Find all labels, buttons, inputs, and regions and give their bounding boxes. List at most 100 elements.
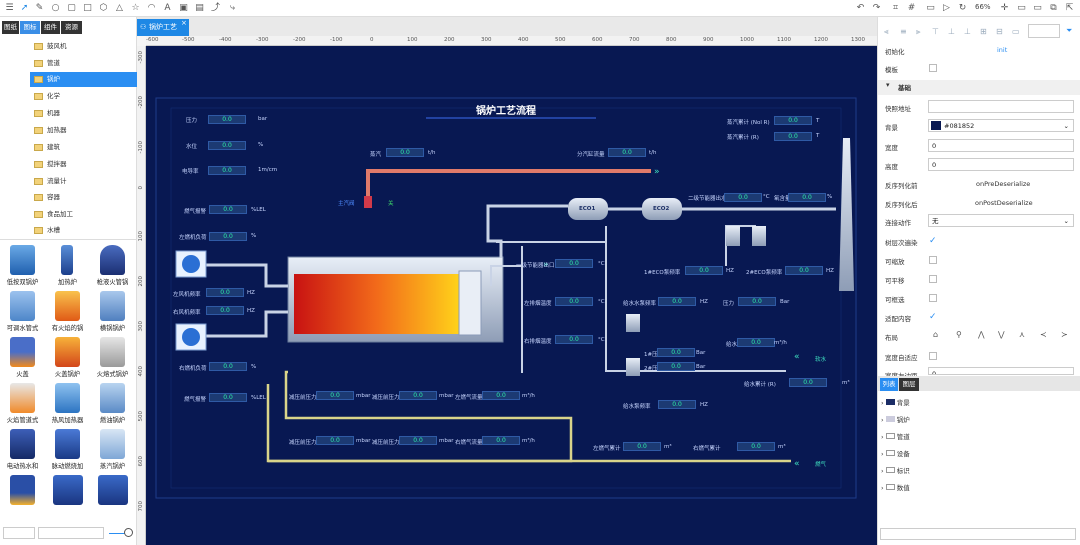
layer-item[interactable]: › 锅炉 [881,416,910,424]
layout-left-icon[interactable]: ≺ [1040,330,1047,339]
pannable-checkbox[interactable] [929,275,937,283]
height-input[interactable]: 0 [928,158,1074,171]
close-icon[interactable]: × [181,19,187,27]
connector-tool-icon[interactable]: ⤷ [229,3,236,13]
gallery-filter-input[interactable] [38,527,104,539]
valve-state[interactable]: 关 [388,201,394,207]
gallery-item[interactable]: 可调水管式 [0,289,45,335]
fit-content-checkbox[interactable]: ✓ [929,312,937,322]
hexagon-tool-icon[interactable]: ⬡ [99,3,108,13]
chevron-right-icon[interactable]: › [881,467,884,475]
background-input[interactable]: #081852 ⌄ [928,119,1074,132]
chevron-down-icon[interactable]: ⌄ [1063,122,1069,130]
zoomable-checkbox[interactable] [929,256,937,264]
grid-icon[interactable]: # [907,3,916,13]
scroll-input[interactable]: 0 [928,367,1074,375]
layer-item[interactable]: › 管道 [881,433,910,441]
tree-item-boiler[interactable]: 锅炉 [30,72,137,87]
square-tool-icon[interactable]: □ [83,3,92,13]
distribute-icon[interactable]: ⊞ [980,27,987,36]
filter-icon[interactable]: ⏷ [1066,26,1073,35]
expand-icon[interactable]: ⇱ [1065,3,1074,13]
document-tab[interactable]: ⚇ 锅炉工艺 × [137,19,189,36]
tree-item-tank[interactable]: 水槽 [34,223,134,238]
rect-tool-icon[interactable]: ▢ [67,3,76,13]
tab-list[interactable]: 列表 [880,378,898,391]
star-tool-icon[interactable]: ☆ [131,3,140,13]
panel-icon[interactable]: ▭ [1033,3,1042,13]
gallery-item[interactable]: 燃油锅炉 [90,381,135,427]
width-input[interactable]: 0 [928,139,1074,152]
play-icon[interactable]: ▷ [943,3,950,13]
gallery-item[interactable]: 脉动燃烧加 [45,427,90,473]
gallery-item[interactable]: 电动热水和 [0,427,45,473]
post-deserialize-value[interactable]: onPostDeserialize [975,199,1033,207]
layout-tree-icon[interactable]: ⚲ [956,330,962,339]
tree-item-pipe[interactable]: 管道 [34,56,134,71]
chevron-right-icon[interactable]: › [881,484,884,492]
align-top-icon[interactable]: ⊤ [932,27,939,36]
layout-fork-icon[interactable]: ⋏ [1019,330,1025,339]
layer-search-input[interactable] [880,528,1076,540]
tree-item-chemistry[interactable]: 化学 [34,89,134,104]
tree-render-checkbox[interactable]: ✓ [929,236,937,246]
tree-item-building[interactable]: 建筑 [34,140,134,155]
connect-action-select[interactable]: 无 ⌄ [928,214,1074,227]
gallery-item[interactable]: 横锅锅炉 [90,289,135,335]
chevron-right-icon[interactable]: › [881,433,884,441]
align-bottom-icon[interactable]: ⊥ [964,27,971,36]
auto-width-checkbox[interactable] [929,352,937,360]
tab-icons[interactable]: 图标 [20,21,40,34]
gallery-item[interactable]: 火盖 [0,335,45,381]
frame-tool-icon[interactable]: ▤ [195,3,204,13]
tab-layers[interactable]: 图层 [899,378,919,391]
gallery-item[interactable]: 枪液火管锅 [90,243,135,289]
layers-icon[interactable]: ⧉ [1050,3,1057,13]
init-value[interactable]: init [997,46,1008,54]
color-swatch[interactable] [931,121,941,130]
tree-item-machine[interactable]: 机器 [34,106,134,121]
gallery-item[interactable]: 热风加热器 [45,381,90,427]
refresh-icon[interactable]: ↻ [958,3,967,13]
tab-resources[interactable]: 资源 [61,21,82,34]
zoom-level[interactable]: 66% [975,3,991,11]
pointer-tool-icon[interactable]: ➚ [20,3,29,13]
layout-up-icon[interactable]: ⌂ [933,330,939,339]
size-slider-handle[interactable] [124,528,133,537]
image-tool-icon[interactable]: ▣ [179,3,188,13]
panel-left-icon[interactable]: ▭ [1017,3,1026,13]
gallery-search-input[interactable] [3,527,35,539]
align-middle-icon[interactable]: ⊥ [948,27,955,36]
collapse-icon[interactable]: ▾ [886,81,890,89]
chevron-right-icon[interactable]: › [881,416,884,424]
chevron-down-icon[interactable]: ⌄ [1063,217,1069,225]
layer-item[interactable]: › 背景 [881,399,910,407]
gallery-item[interactable]: 火焰管道式 [0,381,45,427]
align-right-icon[interactable]: ⫸ [916,27,921,36]
text-tool-icon[interactable]: A [164,3,171,13]
gallery-item[interactable] [45,473,90,513]
align-left-icon[interactable]: ⫷ [884,27,889,36]
tree-item-flowmeter[interactable]: 流量计 [34,174,134,189]
crop-icon[interactable]: ⌗ [892,3,899,13]
fit-icon[interactable]: ✛ [1000,3,1009,13]
gallery-item[interactable]: 有火焰的锅 [45,289,90,335]
tree-item-food[interactable]: 食品加工 [34,207,134,222]
undo-icon[interactable]: ↶ [856,3,865,13]
size-slider[interactable] [109,533,127,534]
menu-icon[interactable]: ☰ [5,3,14,13]
template-checkbox[interactable] [929,64,937,72]
gallery-item[interactable] [90,473,135,513]
circle-tool-icon[interactable]: ○ [51,3,60,13]
redo-icon[interactable]: ↷ [872,3,881,13]
gallery-item[interactable]: 火盖锅炉 [45,335,90,381]
save-icon[interactable]: ▭ [926,3,935,13]
layout-right-icon[interactable]: ≻ [1061,330,1068,339]
link-tool-icon[interactable]: ⤴ [210,3,220,13]
snapshot-input[interactable] [928,100,1074,113]
chevron-right-icon[interactable]: › [881,450,884,458]
tab-drawings[interactable]: 图纸 [2,21,19,34]
triangle-tool-icon[interactable]: △ [116,3,123,13]
gallery-item[interactable]: 低按双锅炉 [0,243,45,289]
layer-item[interactable]: › 标识 [881,467,910,475]
